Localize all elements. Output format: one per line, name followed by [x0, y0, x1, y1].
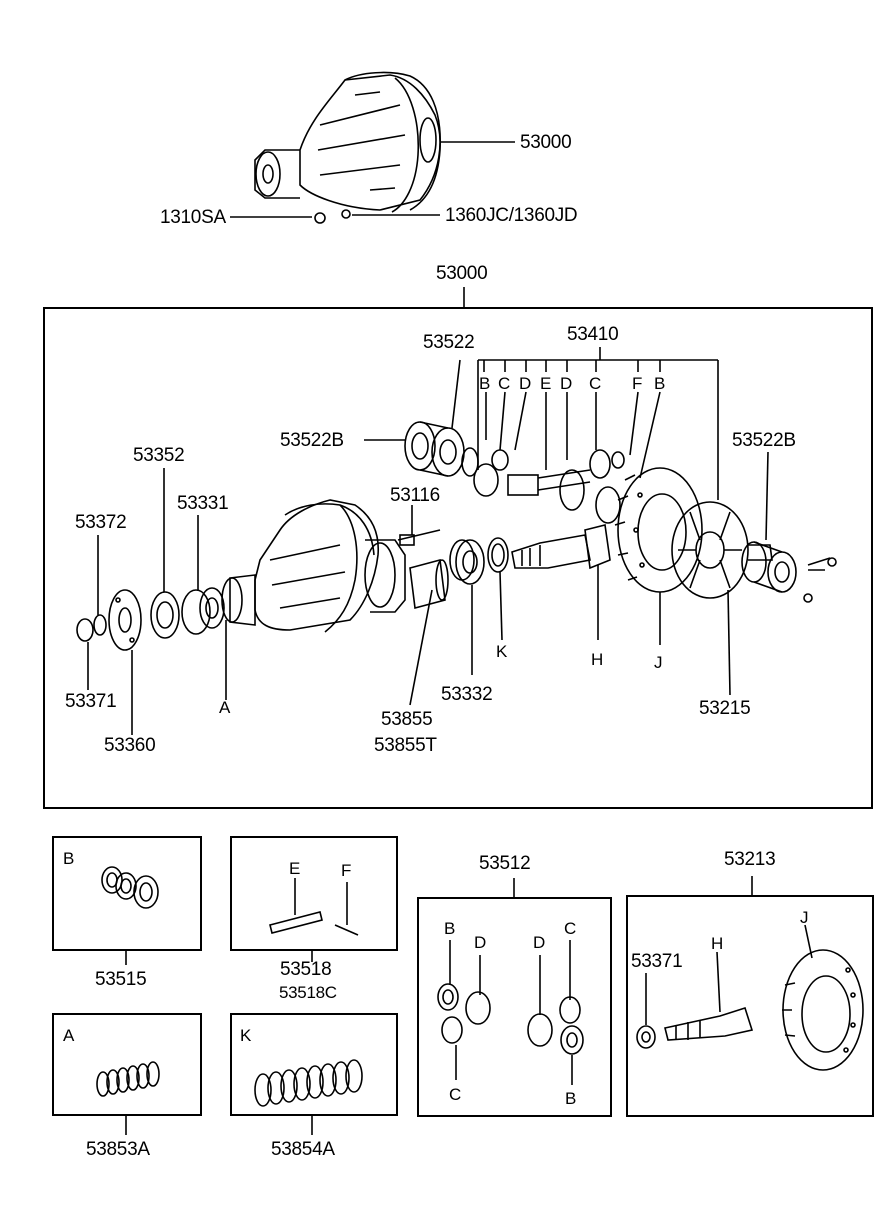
label-F-1: F	[632, 374, 643, 393]
kit-ring-J: J	[800, 908, 809, 927]
kit-b-box	[52, 836, 202, 951]
label-53360: 53360	[104, 735, 156, 756]
label-53331: 53331	[177, 493, 229, 514]
kit-ring-nut: 53371	[631, 951, 683, 972]
flange-53360	[108, 589, 142, 735]
label-E-1: E	[540, 374, 552, 393]
label-53372: 53372	[75, 512, 127, 533]
kit-k-box	[230, 1013, 398, 1116]
label-53522: 53522	[423, 332, 475, 353]
seal-53352	[150, 468, 180, 639]
top-leader-lines	[230, 141, 515, 218]
label-B-2: B	[654, 374, 666, 393]
nut-53371	[76, 618, 94, 690]
label-J: J	[654, 653, 663, 672]
kit-gear-B-2: B	[565, 1089, 577, 1108]
label-53855T: 53855T	[374, 735, 437, 756]
label-53332: 53332	[441, 684, 493, 705]
label-D-2: D	[560, 374, 572, 393]
label-53116: 53116	[390, 485, 440, 506]
label-K: K	[496, 642, 508, 661]
kit-gear-B-1: B	[444, 919, 456, 938]
kit-k-letter: K	[240, 1026, 252, 1045]
washer-53372	[93, 535, 107, 636]
label-H: H	[591, 650, 603, 669]
kit-b-shims	[101, 866, 159, 909]
top-differential-housing	[254, 71, 441, 224]
ring-K	[487, 537, 509, 641]
main-carrier-housing	[221, 499, 441, 633]
label-53522B-right: 53522B	[732, 430, 796, 451]
kit-a-spring	[96, 1061, 160, 1097]
kit-ef-pins	[269, 878, 359, 936]
ring-gear-J	[614, 467, 703, 645]
label-D-1: D	[519, 374, 531, 393]
kit-ring-H: H	[711, 934, 723, 953]
kit-gear-part: 53512	[479, 853, 531, 874]
drive-pinion-H	[511, 524, 611, 640]
label-53000-header: 53000	[436, 263, 488, 284]
kit-ef-f: F	[341, 861, 352, 880]
main-group-box	[43, 307, 873, 809]
kit-ring-box	[626, 895, 874, 1117]
kit-a-part: 53853A	[86, 1139, 150, 1160]
kit-ef-box	[230, 836, 398, 951]
kit-gear-D-2: D	[533, 933, 545, 952]
bearing-53332	[449, 539, 485, 675]
bearing-53522	[364, 359, 465, 477]
label-53000-top: 53000	[520, 132, 572, 153]
kit-ef-part-alt: 53518C	[279, 983, 337, 1002]
kit-gear-D-1: D	[474, 933, 486, 952]
differential-gear-cluster	[461, 447, 625, 524]
label-B-1: B	[479, 374, 491, 393]
kit-ring-parts	[636, 924, 864, 1071]
label-53215: 53215	[699, 698, 751, 719]
label-53410: 53410	[567, 324, 619, 345]
label-A-main: A	[219, 698, 231, 717]
kit-k-part: 53854A	[271, 1139, 335, 1160]
kit-b-letter: B	[63, 849, 75, 868]
label-53522B-left: 53522B	[280, 430, 344, 451]
kit-k-spring	[254, 1059, 363, 1107]
label-C-2: C	[589, 374, 601, 393]
kit-gear-C-2: C	[564, 919, 576, 938]
kit-ring-part: 53213	[724, 849, 776, 870]
bearing-53522B-right	[741, 451, 837, 603]
label-1310SA: 1310SA	[160, 207, 226, 228]
kit-gear-C-1: C	[449, 1085, 461, 1104]
kit-b-part: 53515	[95, 969, 147, 990]
label-C-1: C	[498, 374, 510, 393]
bracket-53410	[477, 347, 719, 500]
label-53352: 53352	[133, 445, 185, 466]
kit-ef-e: E	[289, 859, 301, 878]
bearing-53331	[181, 515, 225, 635]
differential-case-53215	[671, 501, 773, 696]
label-53371-main: 53371	[65, 691, 117, 712]
label-53855: 53855	[381, 709, 433, 730]
kit-gear-parts	[437, 940, 584, 1085]
kit-ef-part: 53518	[280, 959, 332, 980]
label-1360JC-1360JD: 1360JC/1360JD	[445, 205, 578, 226]
spacer-53855	[409, 558, 449, 706]
kit-a-letter: A	[63, 1026, 75, 1045]
kit-a-box	[52, 1013, 202, 1116]
